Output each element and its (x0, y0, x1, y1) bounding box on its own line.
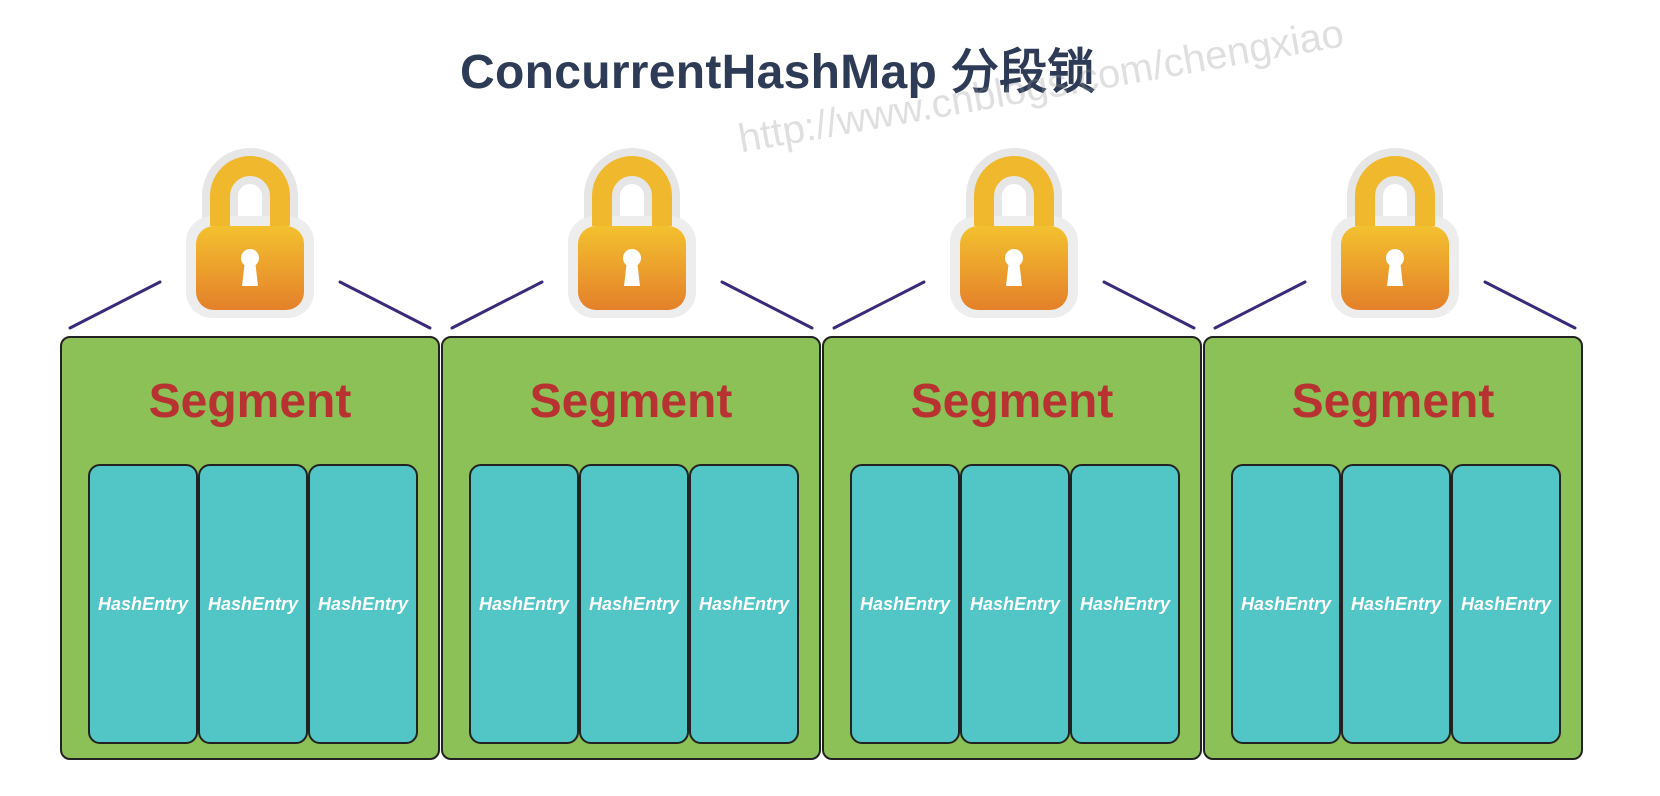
hash-entry-label: HashEntry (1460, 593, 1552, 614)
segment-box: Segment HashEntry HashEntry HashEntry (60, 336, 440, 760)
segment-box: Segment HashEntry HashEntry HashEntry (822, 336, 1202, 760)
hash-entry-label: HashEntry (859, 593, 951, 614)
hash-entry: HashEntry (689, 464, 799, 744)
hash-entry: HashEntry (1451, 464, 1561, 744)
hash-entry-group: HashEntry HashEntry HashEntry (1231, 464, 1561, 744)
segment-label: Segment (529, 375, 733, 428)
connector-line (720, 280, 814, 330)
connector-line (1102, 280, 1196, 330)
hash-entry-label: HashEntry (478, 593, 570, 614)
hash-entry: HashEntry (88, 464, 198, 744)
hash-entry: HashEntry (1070, 464, 1180, 744)
segment-label: Segment (148, 375, 352, 428)
segment-label: Segment (1291, 375, 1495, 428)
hash-entry: HashEntry (850, 464, 960, 744)
hash-entry-label: HashEntry (1240, 593, 1332, 614)
segment-box: Segment HashEntry HashEntry HashEntry (1203, 336, 1583, 760)
connector-line (338, 280, 432, 330)
padlock-icon (186, 148, 314, 318)
padlock-icon (950, 148, 1078, 318)
connector-line (450, 280, 544, 330)
connector-line (1483, 280, 1577, 330)
connector-line (1213, 280, 1307, 330)
padlock-icon (1331, 148, 1459, 318)
hash-entry: HashEntry (1231, 464, 1341, 744)
hash-entry-label: HashEntry (698, 593, 790, 614)
hash-entry-group: HashEntry HashEntry HashEntry (469, 464, 799, 744)
connector-line (68, 280, 162, 330)
hash-entry: HashEntry (960, 464, 1070, 744)
hash-entry: HashEntry (469, 464, 579, 744)
hash-entry-label: HashEntry (1079, 593, 1171, 614)
hash-entry: HashEntry (1341, 464, 1451, 744)
hash-entry-group: HashEntry HashEntry HashEntry (850, 464, 1180, 744)
hash-entry: HashEntry (308, 464, 418, 744)
segment-label: Segment (910, 375, 1114, 428)
hash-entry-label: HashEntry (588, 593, 680, 614)
padlock-icon (568, 148, 696, 318)
segment-box: Segment HashEntry HashEntry HashEntry (441, 336, 821, 760)
hash-entry: HashEntry (198, 464, 308, 744)
hash-entry-label: HashEntry (97, 593, 189, 614)
hash-entry-label: HashEntry (1350, 593, 1442, 614)
hash-entry-label: HashEntry (317, 593, 409, 614)
hash-entry: HashEntry (579, 464, 689, 744)
hash-entry-label: HashEntry (207, 593, 299, 614)
diagram-title: ConcurrentHashMap 分段锁 (460, 46, 1096, 99)
connector-line (832, 280, 926, 330)
hash-entry-group: HashEntry HashEntry HashEntry (88, 464, 418, 744)
hash-entry-label: HashEntry (969, 593, 1061, 614)
